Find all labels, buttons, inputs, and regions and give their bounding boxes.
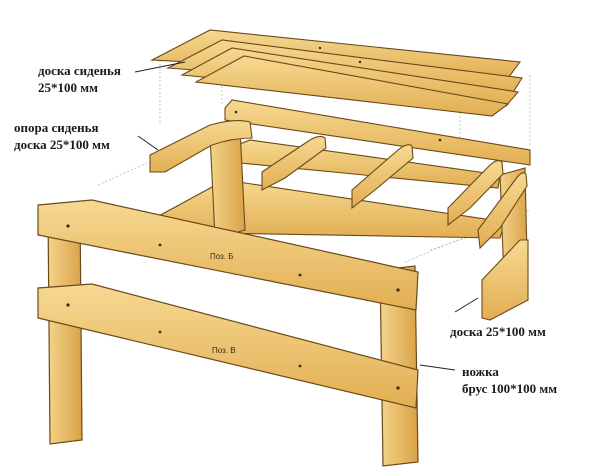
- seat-supports: [149, 119, 528, 250]
- seat-support-4: [447, 160, 504, 227]
- back-leg-left: [209, 127, 246, 239]
- leg-size: брус 100*100 мм: [462, 381, 558, 396]
- seat-planks: [149, 29, 523, 117]
- leader-lines: [134, 61, 479, 371]
- seat-support-5: [477, 172, 528, 250]
- front-upper-rail: [37, 199, 419, 311]
- seat-support-label: опора сиденья: [14, 120, 99, 135]
- seat-support-size: доска 25*100 мм: [14, 137, 110, 152]
- screw-dots: [66, 46, 442, 390]
- upper-rail-mark: Поз. Б: [210, 252, 234, 261]
- seat-plank-4: [194, 55, 510, 117]
- seat-support-2: [261, 135, 327, 191]
- back-top-rail: [224, 99, 531, 166]
- lower-rail-mark: Поз. В: [212, 346, 236, 355]
- front-lower-rail: [37, 283, 419, 409]
- seat-support-1: [149, 119, 253, 173]
- front-rails: [37, 199, 419, 409]
- side-board-label: доска 25*100 мм: [450, 324, 546, 339]
- seat-board-size: 25*100 мм: [38, 80, 98, 95]
- side-board: [481, 239, 529, 321]
- seat-board-label: доска сиденья: [38, 63, 121, 78]
- seat-support-3: [351, 144, 414, 210]
- leg-label: ножка: [462, 364, 499, 379]
